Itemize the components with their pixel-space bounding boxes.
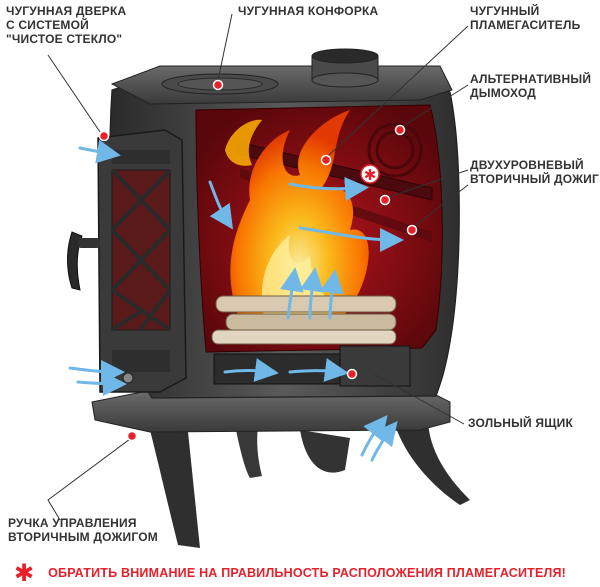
label-secondary-burn-line-2: ВТОРИЧНЫЙ ДОЖИГ: [470, 172, 600, 186]
firewood-logs: [211, 295, 397, 345]
label-handle-line-2: ВТОРИЧНЫМ ДОЖИГОМ: [8, 530, 158, 544]
asterisk-marker: ✱: [364, 166, 377, 184]
label-flame-arrester-line-2: ПЛАМЕГАСИТЕЛЬ: [470, 18, 581, 32]
label-alt-flue-line-2: ДЫМОХОД: [470, 86, 536, 100]
warning-banner: ✱ ОБРАТИТЬ ВНИМАНИЕ НА ПРАВИЛЬНОСТЬ РАСП…: [0, 559, 600, 587]
stove-base: [91, 391, 451, 433]
label-ash-box-line-1: ЗОЛЬНЫЙ ЯЩИК: [468, 416, 574, 430]
label-flame-arrester: ЧУГУННЫЙ ПЛАМЕГАСИТЕЛЬ: [470, 4, 580, 32]
asterisk-marker-circle: [360, 164, 380, 184]
label-alt-flue: АЛЬТЕРНАТИВНЫЙ ДЫМОХОД: [470, 72, 591, 100]
secondary-burn-knob: [122, 372, 134, 384]
label-secondary-burn-line-1: ДВУХУРОВНЕВЫЙ: [470, 158, 584, 172]
ash-box: [213, 345, 411, 387]
label-door: ЧУГУННАЯ ДВЕРКА С СИСТЕМОЙ "ЧИСТОЕ СТЕКЛ…: [6, 4, 126, 46]
label-flame-arrester-line-1: ЧУГУННЫЙ: [470, 4, 540, 18]
label-handle: РУЧКА УПРАВЛЕНИЯ ВТОРИЧНЫМ ДОЖИГОМ: [8, 516, 158, 544]
warning-asterisk-icon: ✱: [14, 559, 35, 587]
label-ash-box: ЗОЛЬНЫЙ ЯЩИК: [468, 416, 573, 430]
label-alt-flue-line-1: АЛЬТЕРНАТИВНЫЙ: [470, 72, 592, 86]
alt-flue-rings: [367, 122, 423, 178]
label-hob: ЧУГУННАЯ КОНФОРКА: [238, 4, 378, 18]
label-door-line-1: ЧУГУННАЯ ДВЕРКА: [6, 4, 127, 18]
stove-legs: [150, 422, 470, 548]
label-handle-line-1: РУЧКА УПРАВЛЕНИЯ: [8, 516, 137, 530]
airflow-arrows: [68, 139, 404, 462]
warning-text: ОБРАТИТЬ ВНИМАНИЕ НА ПРАВИЛЬНОСТЬ РАСПОЛ…: [48, 566, 567, 580]
chimney-collar: [311, 48, 379, 88]
callout-markers: [98, 79, 418, 442]
label-door-line-3: "ЧИСТОЕ СТЕКЛО": [6, 32, 123, 46]
label-hob-line-1: ЧУГУННАЯ КОНФОРКА: [238, 4, 379, 18]
label-door-line-2: С СИСТЕМОЙ: [6, 18, 89, 32]
door-panel: [97, 129, 187, 393]
label-secondary-burn: ДВУХУРОВНЕВЫЙ ВТОРИЧНЫЙ ДОЖИГ: [470, 158, 599, 186]
leader-lines: [47, 13, 469, 521]
